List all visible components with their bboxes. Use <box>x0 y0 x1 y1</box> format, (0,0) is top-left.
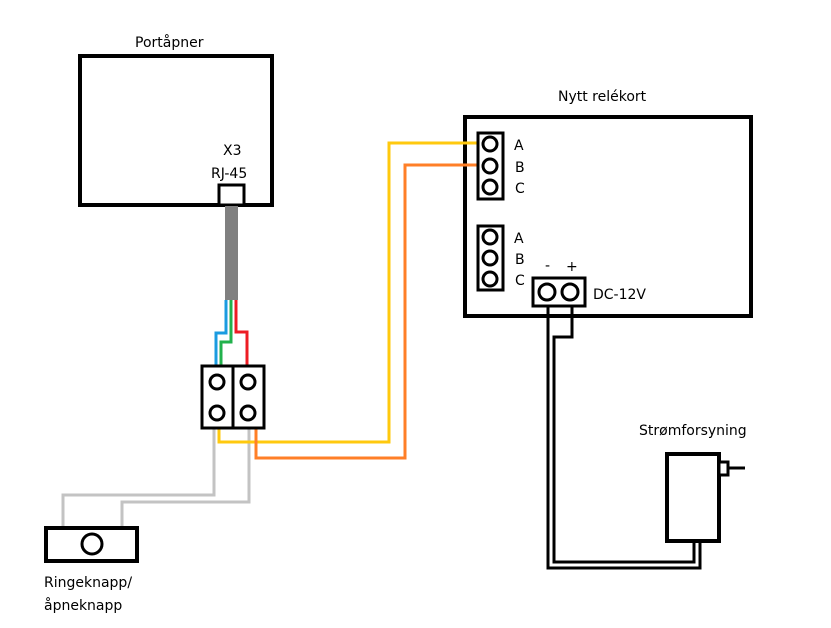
power-plus-label: + <box>566 259 578 275</box>
relay-terminal-a2 <box>481 228 499 246</box>
power-plug <box>717 460 730 477</box>
terminal-label-b2: B <box>515 252 525 268</box>
wire-red <box>234 300 249 365</box>
relay-terminal-a1 <box>481 135 499 153</box>
terminal-label-c1: C <box>515 181 525 197</box>
wire-green <box>219 300 233 365</box>
terminal-label-b1: B <box>515 160 525 176</box>
button-label-line2: åpneknapp <box>44 597 122 614</box>
gate-opener-title: Portåpner <box>135 34 204 51</box>
wire-blue <box>214 300 228 365</box>
power-terminal-plus <box>560 282 580 302</box>
wire-yellow <box>217 141 476 444</box>
relay-board-title: Nytt relékort <box>558 89 647 105</box>
terminal-label-a2: A <box>514 231 524 247</box>
wire-gray-1 <box>61 428 216 528</box>
relay-terminal-c1 <box>481 178 499 196</box>
power-supply-title: Strømforsyning <box>639 423 747 439</box>
power-terminal-minus <box>537 282 557 302</box>
connector-label-x3: X3 <box>223 143 242 159</box>
connector-label-rj45: RJ-45 <box>211 166 247 182</box>
button-label-line1: Ringeknapp/ <box>44 575 132 591</box>
wire-orange <box>254 163 476 460</box>
doorbell-button-box <box>44 526 139 563</box>
power-minus-label: - <box>545 258 550 274</box>
power-wire-minus <box>546 306 702 570</box>
wire-gray-2 <box>120 428 251 528</box>
terminal-screw <box>208 373 226 391</box>
network-cable <box>225 206 238 300</box>
terminal-screw <box>239 373 257 391</box>
relay-board-box <box>463 115 753 318</box>
relay-terminal-b1 <box>481 157 499 175</box>
power-supply-box <box>665 452 721 543</box>
gate-opener-box <box>78 54 274 207</box>
terminal-label-c2: C <box>515 273 525 289</box>
terminal-label-a1: A <box>514 138 524 154</box>
doorbell-button-icon <box>80 532 104 556</box>
terminal-screw <box>239 404 257 422</box>
relay-terminal-b2 <box>481 249 499 267</box>
relay-terminal-c2 <box>481 270 499 288</box>
power-wire-plus <box>552 306 696 564</box>
rj45-port <box>217 183 246 207</box>
power-label: DC-12V <box>593 287 646 303</box>
terminal-screw <box>208 404 226 422</box>
